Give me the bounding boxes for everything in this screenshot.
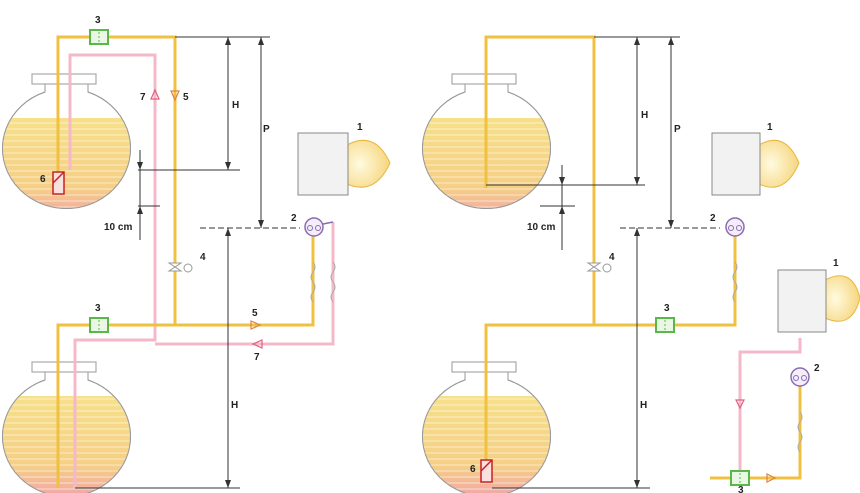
pump bbox=[304, 217, 334, 237]
label-pump-top-right: 2 bbox=[710, 213, 716, 224]
flex-hoses bbox=[310, 261, 336, 303]
filter-top bbox=[89, 29, 109, 45]
label-pump: 2 bbox=[291, 213, 297, 224]
label-pump-bottom-right: 2 bbox=[814, 363, 820, 374]
flex-hoses-right bbox=[732, 261, 803, 453]
valve bbox=[167, 262, 193, 273]
heater-top-right bbox=[711, 132, 800, 196]
secondary-pipes-right bbox=[738, 338, 802, 478]
label-filter-bottom-right: 3 bbox=[738, 485, 744, 493]
label-heater: 1 bbox=[357, 122, 363, 133]
pump-bottom-right bbox=[790, 367, 810, 387]
label-height-bottom: H bbox=[231, 400, 238, 411]
valve-right bbox=[586, 262, 612, 273]
label-filter-mid-right: 3 bbox=[664, 303, 670, 314]
label-valve-right: 4 bbox=[609, 252, 615, 263]
return-arrow-right bbox=[250, 320, 262, 330]
label-suction-arrow-mid: 7 bbox=[254, 352, 260, 363]
label-suction-arrow-top: 7 bbox=[140, 92, 146, 103]
label-depth-right: 10 cm bbox=[527, 222, 555, 233]
label-return-arrow-mid: 5 bbox=[252, 308, 258, 319]
lower-tank bbox=[2, 361, 131, 493]
pump-top-right bbox=[725, 217, 745, 237]
label-return-arrow-top: 5 bbox=[183, 92, 189, 103]
heater-bottom-right bbox=[777, 269, 860, 333]
suction-arrow-left bbox=[251, 339, 263, 349]
label-depth: 10 cm bbox=[104, 222, 132, 233]
foot-valve bbox=[52, 171, 65, 195]
flow-arrow-right bbox=[766, 473, 777, 483]
dimension-arrowheads-right bbox=[559, 37, 674, 488]
label-heater-bottom-right: 1 bbox=[833, 258, 839, 269]
dimension-arrowheads bbox=[137, 37, 264, 488]
label-filter-top: 3 bbox=[95, 15, 101, 26]
upper-tank bbox=[2, 73, 131, 210]
label-foot-valve: 6 bbox=[40, 174, 46, 185]
label-pressure-right: P bbox=[674, 124, 681, 135]
label-filter-mid: 3 bbox=[95, 303, 101, 314]
label-height-top-right: H bbox=[641, 110, 648, 121]
filter-mid-right bbox=[655, 317, 675, 333]
left-diagram: 3 3 6 7 5 5 7 4 bbox=[2, 15, 391, 493]
label-pressure: P bbox=[263, 124, 270, 135]
label-valve: 4 bbox=[200, 252, 206, 263]
main-pipes bbox=[56, 35, 315, 488]
right-diagram: 3 3 6 4 1 2 bbox=[422, 35, 860, 493]
label-height-top: H bbox=[232, 100, 239, 111]
heater bbox=[297, 132, 391, 196]
filter-mid bbox=[89, 317, 109, 333]
foot-valve-right bbox=[480, 459, 493, 483]
label-foot-valve-right: 6 bbox=[470, 464, 476, 475]
flow-arrow-down bbox=[735, 399, 745, 410]
label-heater-top-right: 1 bbox=[767, 122, 773, 133]
filter-bottom-right bbox=[730, 470, 750, 486]
upper-tank-right bbox=[422, 73, 551, 210]
suction-arrow-up bbox=[150, 88, 160, 100]
label-height-bottom-right: H bbox=[640, 400, 647, 411]
return-arrow-down bbox=[170, 90, 180, 102]
